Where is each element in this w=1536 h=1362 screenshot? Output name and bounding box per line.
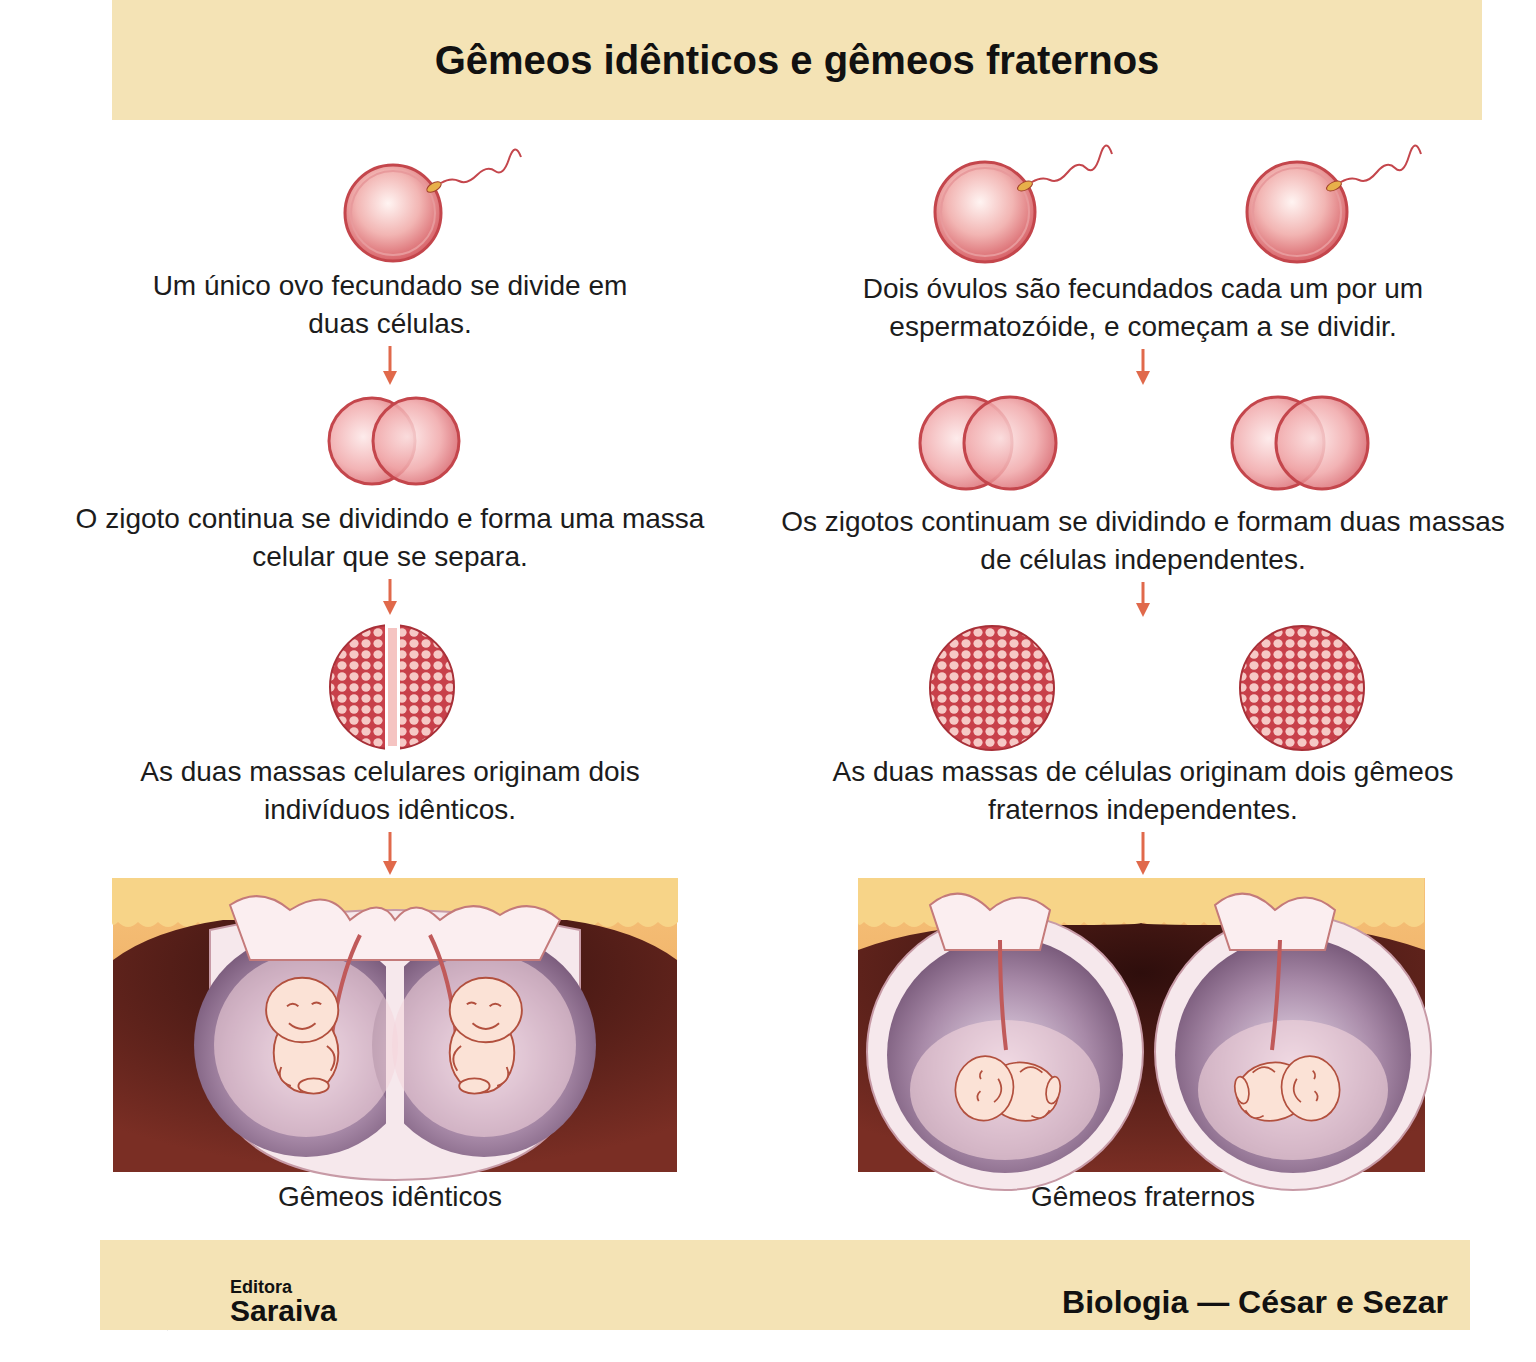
stage-step: Dois óvulos são fecundados cada um por u… [773,155,1513,346]
fertilized-egg [935,145,1112,262]
stage-step: Os zigotos continuam se dividindo e form… [773,388,1513,579]
step-caption: Os zigotos continuam se dividindo e form… [778,503,1508,579]
split-morula [330,622,454,752]
fertilized-egg [345,149,521,261]
stage-step: As duas massas celulares originam dois i… [60,618,720,829]
step-caption: As duas massas de células originam dois … [783,753,1503,829]
two-cell-zygote [329,398,459,484]
step-caption: Um único ovo fecundado se divide em duas… [140,267,640,343]
stage-step: Gêmeos idênticos [60,878,720,1216]
fertilized-egg [1247,145,1421,262]
flow-arrow [383,579,397,615]
step-caption: As duas massas celulares originam dois i… [95,753,685,829]
flow-arrow [383,346,397,385]
diagram-title: Gêmeos idênticos e gêmeos fraternos [112,0,1482,120]
two-cell-zygote [1232,397,1368,489]
stage-step: As duas massas de células originam dois … [773,620,1513,829]
flow-arrow [1136,349,1150,385]
footer-text: Biologia — César e Sezar [1062,1284,1448,1321]
fraternal-twins-womb [858,878,1431,1190]
two-cell-zygote [920,397,1056,489]
stage-step: Um único ovo fecundado se divide em duas… [60,155,720,343]
flow-arrow [1136,832,1150,875]
step-caption: Gêmeos fraternos [863,1178,1423,1216]
step-caption: O zigoto continua se dividindo e forma u… [70,500,710,576]
step-caption: Dois óvulos são fecundados cada um por u… [813,270,1473,346]
stage-step: O zigoto continua se dividindo e forma u… [60,388,720,576]
title-band [112,0,1482,120]
footer-band: EditoraSaraivaBiologia — César e Sezar [100,1240,1470,1330]
morula [930,626,1054,750]
morula [1240,626,1364,750]
flow-arrow [383,832,397,875]
flow-arrow [1136,582,1150,617]
footer-text: Saraiva [230,1294,337,1328]
step-caption: Gêmeos idênticos [110,1178,670,1216]
identical-twins-womb [112,878,678,1180]
stage-step: Gêmeos fraternos [773,878,1513,1216]
